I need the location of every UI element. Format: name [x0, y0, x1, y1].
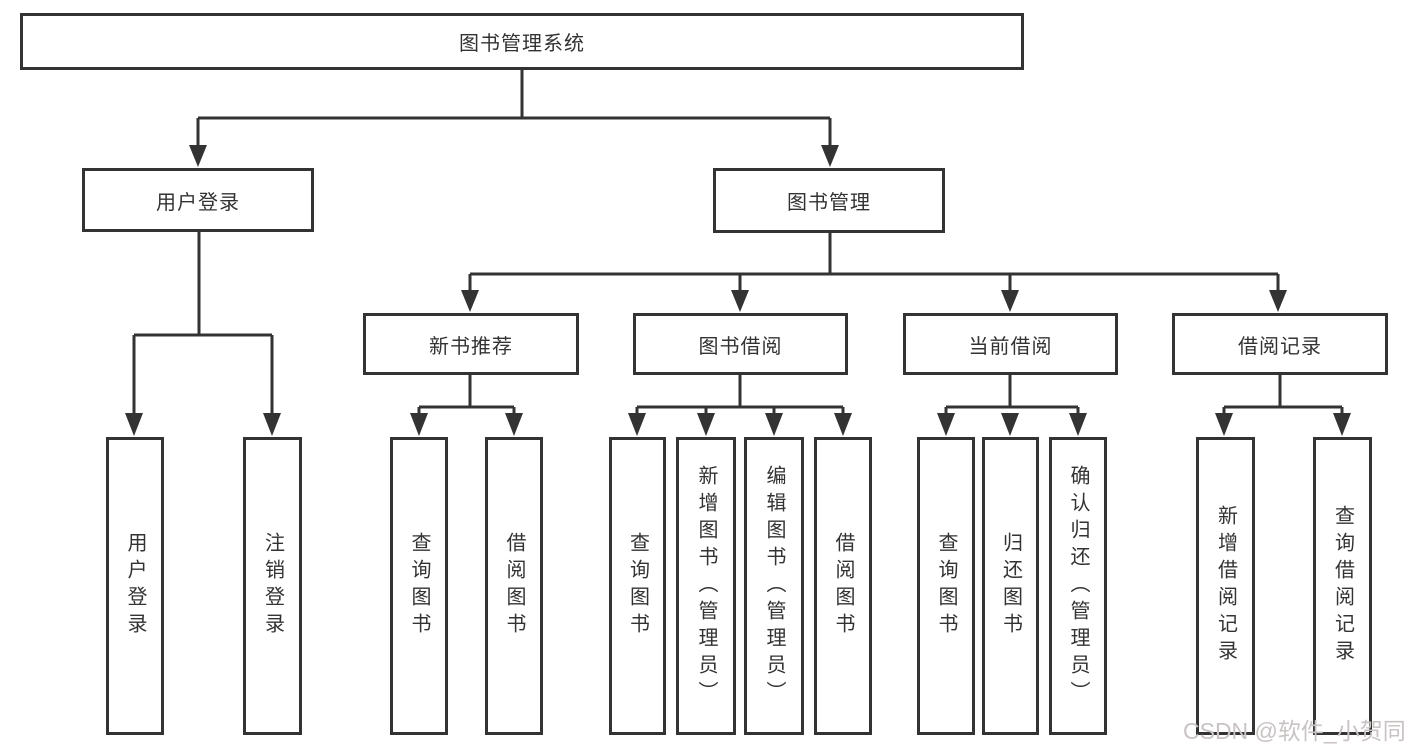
leaf-label: 查询图书 — [935, 532, 957, 640]
connector-borrow-records-children — [1215, 375, 1351, 436]
leaf-label: 新增图书（管理员） — [695, 464, 717, 708]
node-book-borrowing: 图书借阅 — [633, 313, 848, 375]
csdn-watermark: CSDN @软件_小贺同学 — [1183, 718, 1405, 744]
node-borrowing-records: 借阅记录 — [1172, 313, 1388, 375]
node-new-book-recommendation: 新书推荐 — [363, 313, 579, 375]
connector-user-login-children — [125, 232, 281, 436]
leaf-label: 借阅图书 — [503, 532, 525, 640]
leaf-logout: 注销登录 — [243, 437, 302, 735]
connector-current-borrow-children — [937, 375, 1087, 436]
leaf-add-books-admin: 新增图书（管理员） — [676, 437, 736, 735]
leaf-label: 查询图书 — [626, 532, 649, 640]
leaf-return-books: 归还图书 — [982, 437, 1039, 735]
leaf-confirm-return-admin: 确认归还（管理员） — [1049, 437, 1107, 735]
leaf-label: 用户登录 — [124, 532, 146, 640]
leaf-label: 借阅图书 — [832, 532, 854, 640]
leaf-borrow-books-new: 借阅图书 — [485, 437, 543, 735]
leaf-edit-books-admin: 编辑图书（管理员） — [744, 437, 804, 735]
leaf-user-login: 用户登录 — [106, 437, 164, 735]
leaf-label: 查询图书 — [408, 532, 430, 640]
leaf-borrow-books: 借阅图书 — [814, 437, 872, 735]
leaf-label: 注销登录 — [261, 532, 284, 640]
leaf-label: 查询借阅记录 — [1331, 505, 1354, 667]
node-user-login: 用户登录 — [82, 168, 314, 232]
leaf-query-books-current: 查询图书 — [917, 437, 975, 735]
node-current-borrowing: 当前借阅 — [903, 313, 1118, 375]
leaf-add-borrow-record: 新增借阅记录 — [1196, 437, 1255, 735]
leaf-query-books-borrow: 查询图书 — [609, 437, 666, 735]
connector-new-books-children — [410, 375, 523, 436]
connector-root-to-level2 — [189, 70, 839, 167]
connector-book-borrow-children — [628, 375, 852, 436]
node-root-system: 图书管理系统 — [20, 13, 1024, 70]
leaf-query-borrow-record: 查询借阅记录 — [1313, 437, 1372, 735]
leaf-label: 新增借阅记录 — [1214, 505, 1237, 667]
leaf-query-books-new: 查询图书 — [390, 437, 448, 735]
leaf-label: 归还图书 — [999, 532, 1022, 640]
leaf-label: 编辑图书（管理员） — [763, 464, 785, 708]
leaf-label: 确认归还（管理员） — [1067, 464, 1089, 708]
connector-book-mgmt-to-sections — [461, 233, 1287, 312]
node-book-management: 图书管理 — [713, 168, 945, 233]
